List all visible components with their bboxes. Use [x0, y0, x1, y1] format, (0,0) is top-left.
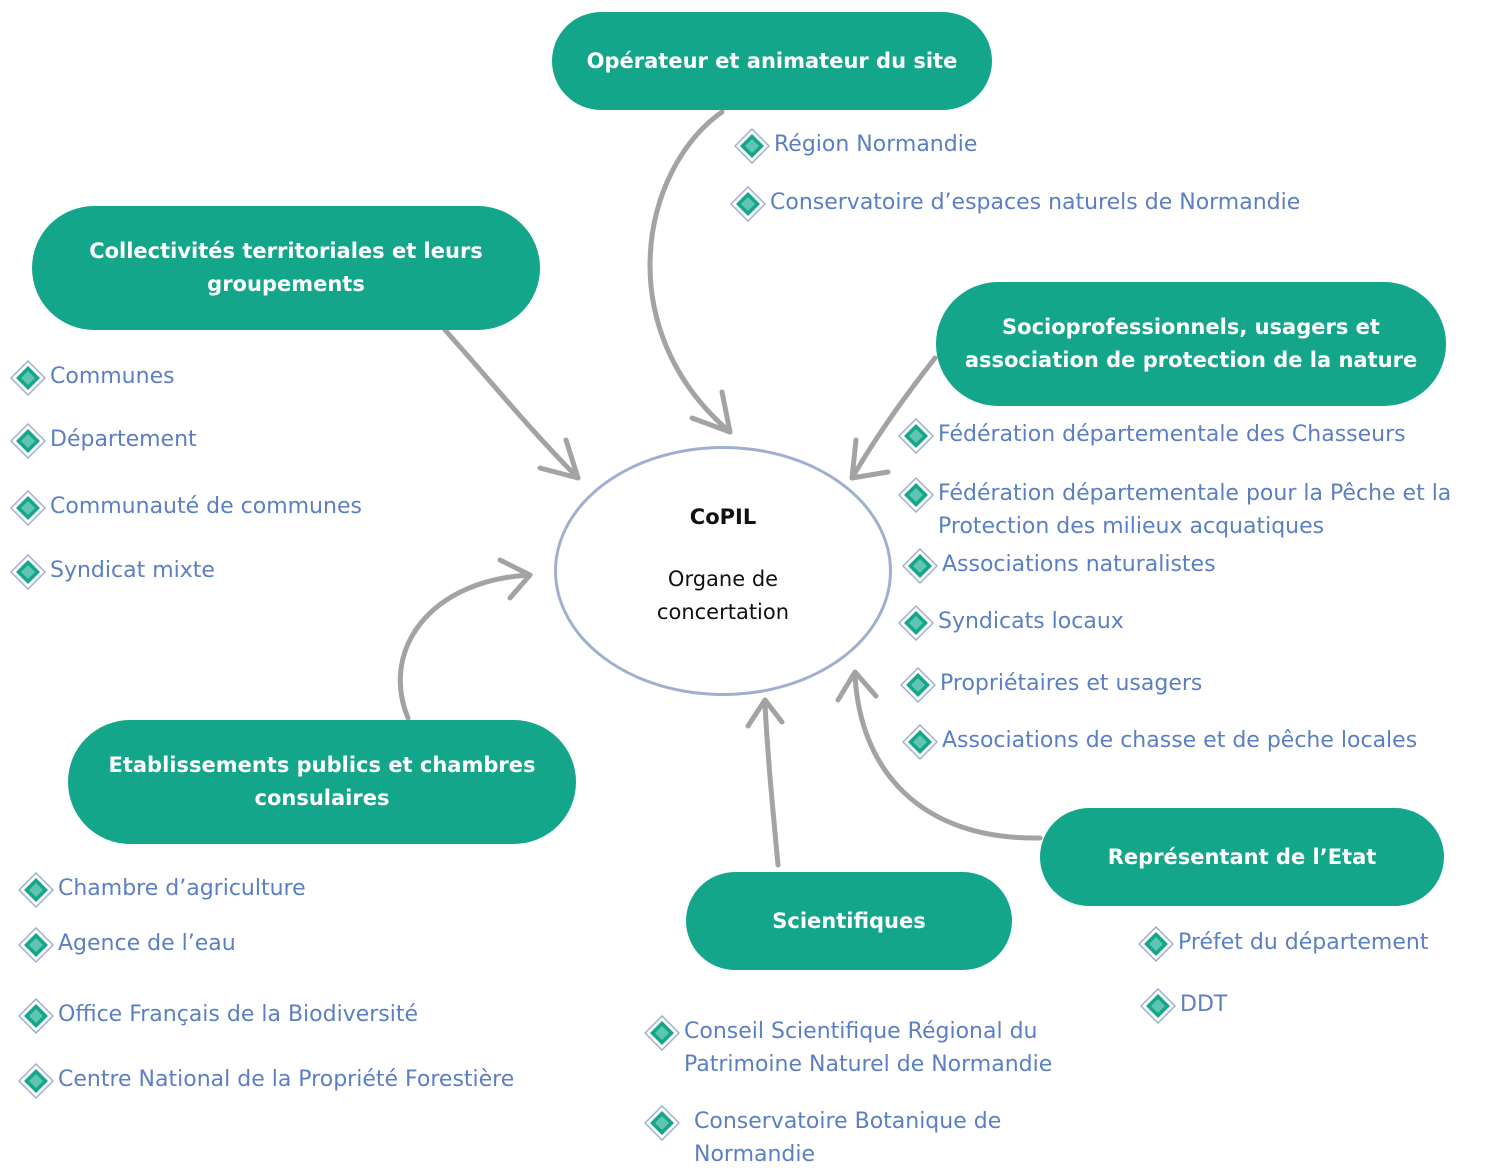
diamond-bullet-icon [643, 1014, 681, 1052]
list-item: Département [8, 422, 197, 460]
item-label: Communauté de communes [50, 494, 362, 519]
list-item: Région Normandie [732, 127, 978, 165]
item-label: Conservatoire d’espaces naturels de Norm… [770, 190, 1301, 215]
arrow-etablissements [397, 572, 533, 721]
group-etat: Représentant de l’Etat [1040, 808, 1444, 906]
copil-center-ellipse: CoPIL Organe de concertation [554, 446, 892, 696]
arrow-scientifiques-head [745, 697, 785, 729]
item-label: Associations naturalistes [942, 552, 1216, 577]
group-etablissements: Etablissements publics et chambres consu… [68, 720, 576, 844]
arrow-collectivites [442, 327, 581, 481]
diamond-bullet-icon [9, 359, 47, 397]
list-item: Communes [8, 359, 175, 397]
diamond-bullet-icon [9, 489, 47, 527]
center-title: CoPIL [689, 505, 757, 529]
item-label: Centre National de la Propriété Forestiè… [58, 1067, 515, 1092]
diamond-bullet-icon [901, 723, 939, 761]
list-item: Associations de chasse et de pêche local… [900, 723, 1418, 761]
list-item: DDT [1138, 987, 1228, 1025]
arrow-socio-head [849, 437, 891, 481]
diamond-bullet-icon [733, 127, 771, 165]
arrow-etat-head [835, 669, 879, 703]
diamond-bullet-icon [899, 666, 937, 704]
item-label: Communes [50, 364, 175, 389]
list-item: Conservatoire Botanique de Normandie [642, 1104, 1114, 1171]
diamond-bullet-icon [897, 604, 935, 642]
arrow-etablissements-head [497, 557, 533, 601]
item-label: Syndicats locaux [938, 609, 1124, 634]
diamond-bullet-icon [17, 926, 55, 964]
list-item: Office Français de la Biodiversité [16, 997, 419, 1035]
item-label: DDT [1180, 992, 1228, 1017]
diamond-bullet-icon [9, 422, 47, 460]
item-label: Associations de chasse et de pêche local… [942, 728, 1418, 753]
item-label: Département [50, 427, 197, 452]
item-label: Chambre d’agriculture [58, 876, 306, 901]
arrow-scientifiques [762, 702, 781, 868]
list-item: Syndicats locaux [896, 604, 1124, 642]
list-item: Centre National de la Propriété Forestiè… [16, 1062, 515, 1100]
list-item: Conseil Scientifique Régional du Patrimo… [642, 1014, 1154, 1081]
arrow-collectivites-head [537, 437, 581, 481]
diamond-bullet-icon [897, 417, 935, 455]
arrow-operateur-head [689, 389, 733, 435]
list-item: Conservatoire d’espaces naturels de Norm… [728, 185, 1301, 223]
item-label: Préfet du département [1178, 930, 1429, 955]
diamond-bullet-icon [643, 1104, 681, 1142]
item-label: Syndicat mixte [50, 558, 215, 583]
diamond-bullet-icon [17, 871, 55, 909]
item-label: Conservatoire Botanique de Normandie [694, 1109, 1002, 1167]
diamond-bullet-icon [901, 547, 939, 585]
list-item: Propriétaires et usagers [898, 666, 1203, 704]
diamond-bullet-icon [897, 476, 935, 514]
item-label: Office Français de la Biodiversité [58, 1002, 419, 1027]
list-item: Syndicat mixte [8, 553, 215, 591]
group-collectivites: Collectivités territoriales et leurs gro… [32, 206, 540, 330]
list-item: Préfet du département [1136, 925, 1429, 963]
group-socioprofessionnels: Socioprofessionnels, usagers et associat… [936, 282, 1446, 406]
diamond-bullet-icon [729, 185, 767, 223]
list-item: Associations naturalistes [900, 547, 1216, 585]
group-scientifiques: Scientifiques [686, 872, 1012, 970]
list-item: Agence de l’eau [16, 926, 236, 964]
item-label: Agence de l’eau [58, 931, 236, 956]
item-label: Fédération départementale des Chasseurs [938, 422, 1406, 447]
item-label: Région Normandie [774, 132, 978, 157]
list-item: Communauté de communes [8, 489, 362, 527]
group-operateur: Opérateur et animateur du site [552, 12, 992, 110]
diamond-bullet-icon [1137, 925, 1175, 963]
item-label: Propriétaires et usagers [940, 671, 1203, 696]
diamond-bullet-icon [17, 1062, 55, 1100]
arrow-operateur [647, 109, 733, 435]
item-label: Conseil Scientifique Régional du Patrimo… [684, 1019, 1053, 1077]
list-item: Fédération départementale des Chasseurs [896, 417, 1406, 455]
diamond-bullet-icon [1139, 987, 1177, 1025]
diamond-bullet-icon [9, 553, 47, 591]
center-subtitle: Organe de concertation [656, 567, 790, 624]
item-label: Fédération départementale pour la Pêche … [938, 481, 1452, 539]
diamond-bullet-icon [17, 997, 55, 1035]
list-item: Fédération départementale pour la Pêche … [896, 476, 1483, 543]
list-item: Chambre d’agriculture [16, 871, 306, 909]
